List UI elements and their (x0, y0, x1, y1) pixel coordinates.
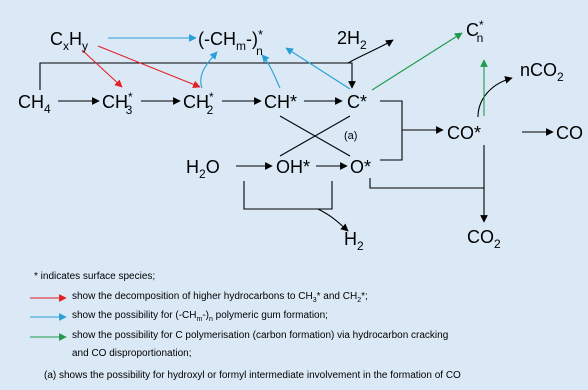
species-ch4: CH4 (18, 92, 51, 116)
bracket-c-o (380, 100, 403, 161)
label-a: (a) (344, 130, 357, 142)
green-arrow-c-cn (371, 32, 463, 91)
species-co-star: CO* (447, 123, 481, 143)
species-c-star: C* (347, 92, 367, 112)
species-ch3-star: CH*3 (102, 90, 133, 117)
line-o-co2 (369, 178, 484, 189)
blue-arrow-c-polymer (285, 47, 351, 90)
arrow-h2 (317, 208, 349, 232)
red-arrow-cxhy-ch2 (97, 45, 201, 88)
species-co2: CO2 (467, 227, 501, 251)
blue-arrows (108, 34, 351, 90)
black-arrows (39, 39, 554, 232)
red-arrows (81, 45, 201, 88)
species-oh-star: OH* (276, 157, 310, 177)
species-nco2: nCO2 (520, 60, 564, 84)
bracket-h2 (243, 181, 333, 210)
arrow-c-2h2 (347, 39, 394, 64)
blue-arrow-ch2-polymer (200, 51, 218, 89)
species-h2o: H2O (186, 157, 220, 181)
arrow-co-star-nco2 (477, 76, 513, 118)
species-polymer: (-CHm-)*n (198, 27, 263, 58)
species-2h2: 2H2 (337, 28, 367, 52)
species-ch2-star: CH*2 (183, 90, 214, 117)
red-arrow-cxhy-ch3 (81, 49, 123, 88)
blue-arrow-ch-polymer (261, 54, 281, 89)
species-ch-star: CH* (264, 92, 297, 112)
species-cxhy: CxHy (50, 29, 88, 53)
species-h2: H2 (344, 229, 364, 253)
green-arrows (371, 32, 488, 116)
arrow-ch4-bypass (39, 62, 356, 90)
cross-line-2 (279, 115, 351, 157)
species-co: CO (556, 123, 583, 143)
species-cn-star: C*n (466, 18, 484, 45)
species-o-star: O* (350, 157, 371, 177)
